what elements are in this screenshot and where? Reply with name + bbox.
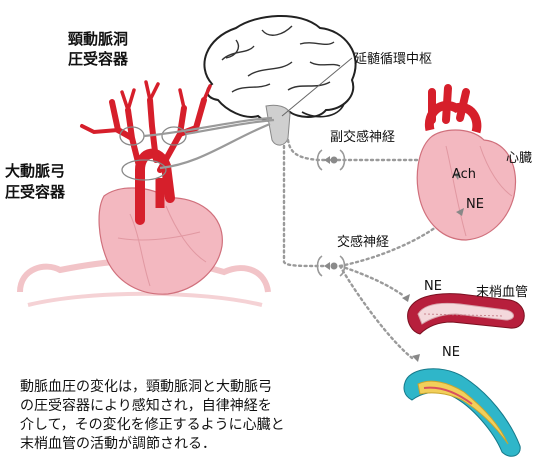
label-heart: 心臓 [506, 151, 532, 166]
caption-line-2: の圧受容器により感知され，自律神経を [20, 397, 400, 416]
caption-line-3: 介して，その変化を修正するように心臓と [20, 416, 400, 435]
right-heart [417, 88, 515, 240]
label-carotid-sinus-1: 頸動脈洞 [68, 30, 128, 48]
label-ach: Ach [452, 167, 476, 182]
label-peripheral-vessel: 末梢血管 [476, 285, 528, 300]
caption: 動脈血圧の変化は，頸動脈洞と大動脈弓 の圧受容器により感知され，自律神経を 介し… [20, 378, 400, 454]
peripheral-vessel-lower [404, 369, 520, 457]
label-carotid-sinus-2: 圧受容器 [68, 50, 129, 68]
caption-line-4: 末梢血管の活動が調節される． [20, 435, 400, 454]
ne-vessel-upper-terminal [402, 294, 410, 302]
label-aortic-arch-2: 圧受容器 [5, 183, 66, 201]
label-parasympathetic: 副交感神経 [330, 129, 395, 145]
label-ne-vessel-lower: NE [442, 345, 460, 360]
caption-line-1: 動脈血圧の変化は，頸動脈洞と大動脈弓 [20, 378, 400, 397]
label-ne-heart: NE [466, 197, 484, 212]
label-sympathetic: 交感神経 [337, 234, 389, 250]
label-medulla-center: 延髄循環中枢 [354, 52, 432, 67]
label-ne-vessel-upper: NE [424, 279, 442, 294]
label-aortic-arch-1: 大動脈弓 [5, 162, 65, 180]
